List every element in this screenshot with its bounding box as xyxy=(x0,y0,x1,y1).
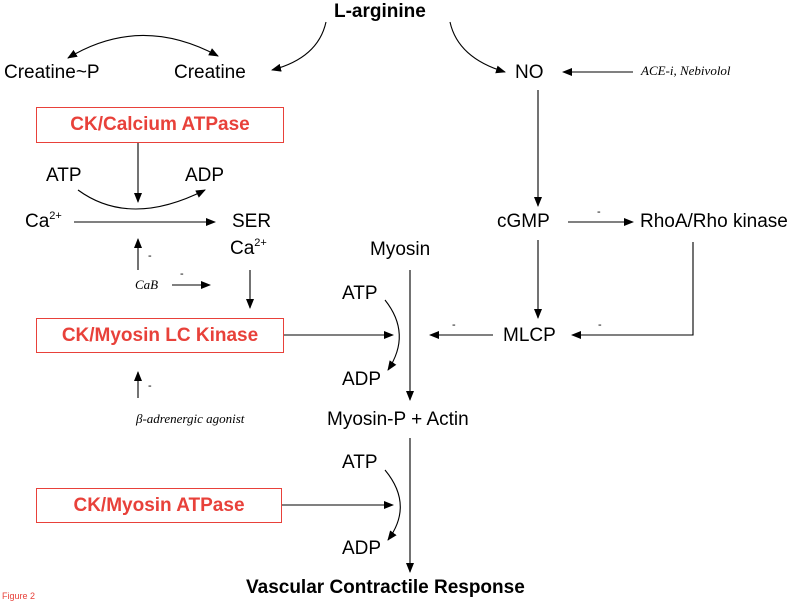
sign-mlcp-in: - xyxy=(452,319,456,331)
title-l-arginine: L-arginine xyxy=(334,1,426,22)
node-atp-3: ATP xyxy=(342,452,378,473)
sign-beta-up: - xyxy=(148,380,152,392)
sign-cgmp-rhoa: - xyxy=(597,206,601,218)
node-cab: CaB xyxy=(135,277,159,292)
box-ck-myosin-atpase: CK/Myosin ATPase xyxy=(36,488,282,523)
ser-ca-base-text: Ca xyxy=(230,238,255,259)
title-vascular-response: Vascular Contractile Response xyxy=(246,577,525,598)
node-ser: SER xyxy=(232,211,272,232)
box-ck-calcium-atpase: CK/Calcium ATPase xyxy=(36,107,284,143)
arrow-arginine-to-creatine xyxy=(271,21,327,72)
figure-label: Figure 2 xyxy=(2,591,36,601)
node-ca: Ca2+ xyxy=(25,210,62,233)
node-adp-1: ADP xyxy=(185,165,225,186)
arrow-atp-adp-2 xyxy=(384,299,400,371)
node-creatine: Creatine xyxy=(174,62,246,83)
node-ace-inhibitors: ACE-i, Nebivolol xyxy=(641,63,731,78)
arrow-atp-adp-1 xyxy=(77,189,206,210)
ca-superscript: 2+ xyxy=(49,210,62,222)
box-ck-myosin-lc-kinase: CK/Myosin LC Kinase xyxy=(36,318,284,353)
node-adp-2: ADP xyxy=(342,369,382,390)
node-rhoa: RhoA/Rho kinase xyxy=(640,211,788,232)
arrow-rhoa-to-mlcp xyxy=(571,242,694,339)
node-mlcp: MLCP xyxy=(503,325,556,346)
node-myosin-p-actin: Myosin-P + Actin xyxy=(327,409,469,430)
arrow-creatine-cycle xyxy=(67,35,219,59)
node-no: NO xyxy=(515,62,544,83)
arrow-arginine-to-no xyxy=(449,21,506,74)
sign-cab: - xyxy=(180,268,184,280)
arrow-atp-adp-3 xyxy=(384,469,401,541)
node-creatine-p: Creatine~P xyxy=(4,62,100,83)
node-ser-ca: Ca2+ xyxy=(230,237,267,260)
sign-ca-up: - xyxy=(148,250,152,262)
node-myosin: Myosin xyxy=(370,239,431,260)
node-adp-3: ADP xyxy=(342,538,382,559)
sign-rhoa-mlcp: - xyxy=(598,319,602,331)
node-cgmp: cGMP xyxy=(497,211,550,232)
node-atp-2: ATP xyxy=(342,283,378,304)
ca-base-text: Ca xyxy=(25,211,50,232)
node-atp-1: ATP xyxy=(46,165,82,186)
ser-ca-superscript: 2+ xyxy=(254,237,267,249)
node-beta-agonist: β-adrenergic agonist xyxy=(136,411,245,426)
